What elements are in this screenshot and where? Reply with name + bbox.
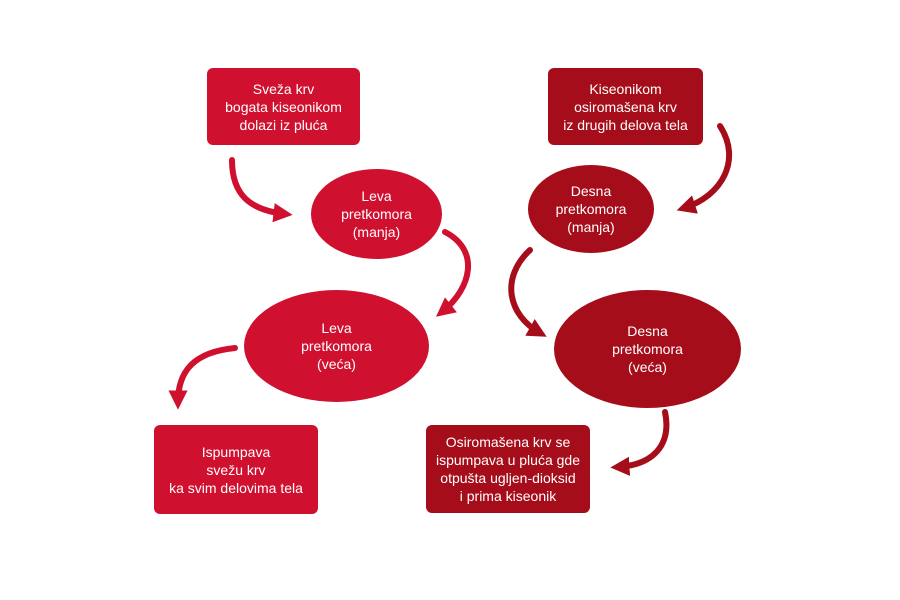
deoxygenated-blood-from-body-label: Kiseonikom osiromašena krv iz drugih del…: [563, 80, 688, 133]
arrow-lung-to-left-small: [229, 157, 293, 223]
left-atrium-small-ellipse: Leva pretkomora (manja): [311, 169, 442, 259]
left-atrium-small-label: Leva pretkomora (manja): [341, 188, 412, 240]
right-atrium-small-ellipse: Desna pretkomora (manja): [528, 165, 654, 253]
arrow-left-large-to-output: [168, 345, 238, 410]
right-atrium-large-label: Desna pretkomora (veća): [612, 323, 683, 375]
left-atrium-large-label: Leva pretkomora (veća): [301, 320, 372, 372]
fresh-blood-from-lungs-label: Sveža krv bogata kiseonikom dolazi iz pl…: [225, 80, 342, 133]
arrow-right-large-to-output: [610, 409, 670, 476]
arrow-body-to-right-small: [676, 123, 732, 214]
pump-fresh-blood-label: Ispumpava svežu krv ka svim delovima tel…: [169, 443, 303, 496]
left-atrium-large-ellipse: Leva pretkomora (veća): [244, 290, 429, 402]
deoxygenated-blood-from-body-box: Kiseonikom osiromašena krv iz drugih del…: [548, 68, 703, 145]
arrow-right-small-to-right-large: [508, 247, 547, 337]
pump-to-lungs-box: Osiromašena krv se ispumpava u pluća gde…: [426, 425, 590, 513]
right-atrium-small-label: Desna pretkomora (manja): [555, 183, 627, 235]
right-atrium-large-ellipse: Desna pretkomora (veća): [554, 290, 741, 408]
pump-to-lungs-label: Osiromašena krv se ispumpava u pluća gde…: [436, 434, 580, 504]
arrow-left-small-to-left-large: [436, 229, 472, 317]
pump-fresh-blood-box: Ispumpava svežu krv ka svim delovima tel…: [154, 425, 318, 514]
fresh-blood-from-lungs-box: Sveža krv bogata kiseonikom dolazi iz pl…: [207, 68, 360, 145]
